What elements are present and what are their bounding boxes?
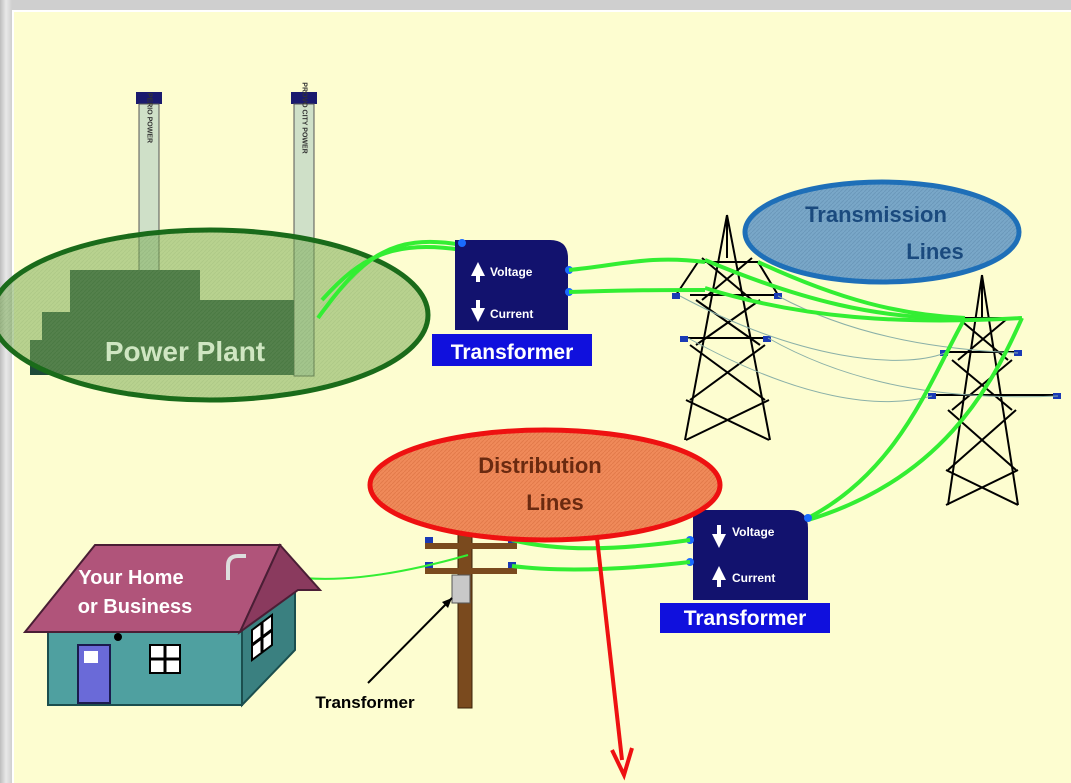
- current-up-arrow-icon: [712, 566, 726, 580]
- transmission-label-line1: Transmission: [805, 202, 947, 227]
- step-up-transformer-label: Transformer: [451, 341, 574, 364]
- voltage-up-arrow-icon: [471, 262, 485, 276]
- pole-transformer-label: Transformer: [315, 693, 415, 712]
- step-up-voltage-label: Voltage: [490, 265, 533, 279]
- home-label-line1: Your Home: [78, 567, 183, 589]
- transmission-lines-ellipse: [742, 179, 1022, 285]
- service-mast: [226, 554, 246, 580]
- pole-transformer-pointer: [367, 597, 453, 684]
- utility-pole: [425, 519, 517, 709]
- power-plant-label: Power Plant: [105, 336, 265, 367]
- power-plant-ellipse: [0, 227, 431, 403]
- step-down-voltage-label: Voltage: [732, 525, 775, 539]
- home-label-line2: or Business: [78, 596, 192, 618]
- step-down-current-label: Current: [732, 571, 775, 585]
- transmission-tower-2: [932, 274, 1058, 506]
- house: [22, 543, 323, 708]
- current-down-arrow-icon: [471, 308, 485, 322]
- distribution-label-line2: Lines: [526, 490, 583, 515]
- plant-to-transformer-wires: [316, 239, 463, 320]
- distribution-label-line1: Distribution: [478, 453, 601, 478]
- voltage-down-arrow-icon: [712, 534, 726, 548]
- step-down-transformer: Voltage Current Transformer: [660, 510, 830, 633]
- distribution-wires: [511, 538, 691, 572]
- step-down-transformer-label: Transformer: [684, 607, 807, 630]
- transmission-label-line2: Lines: [906, 239, 963, 264]
- red-pointer-arrow: [595, 537, 634, 781]
- distribution-lines-ellipse: [367, 427, 723, 543]
- pole-transformer-can: [451, 574, 471, 604]
- step-up-transformer: Voltage Current Transformer: [432, 239, 592, 366]
- smokestack-right-text: PROVO CITY POWER: [301, 82, 308, 153]
- smokestack-left-text: PERIO POWER: [146, 93, 153, 143]
- transmission-wires: [568, 257, 1024, 522]
- step-up-current-label: Current: [490, 307, 533, 321]
